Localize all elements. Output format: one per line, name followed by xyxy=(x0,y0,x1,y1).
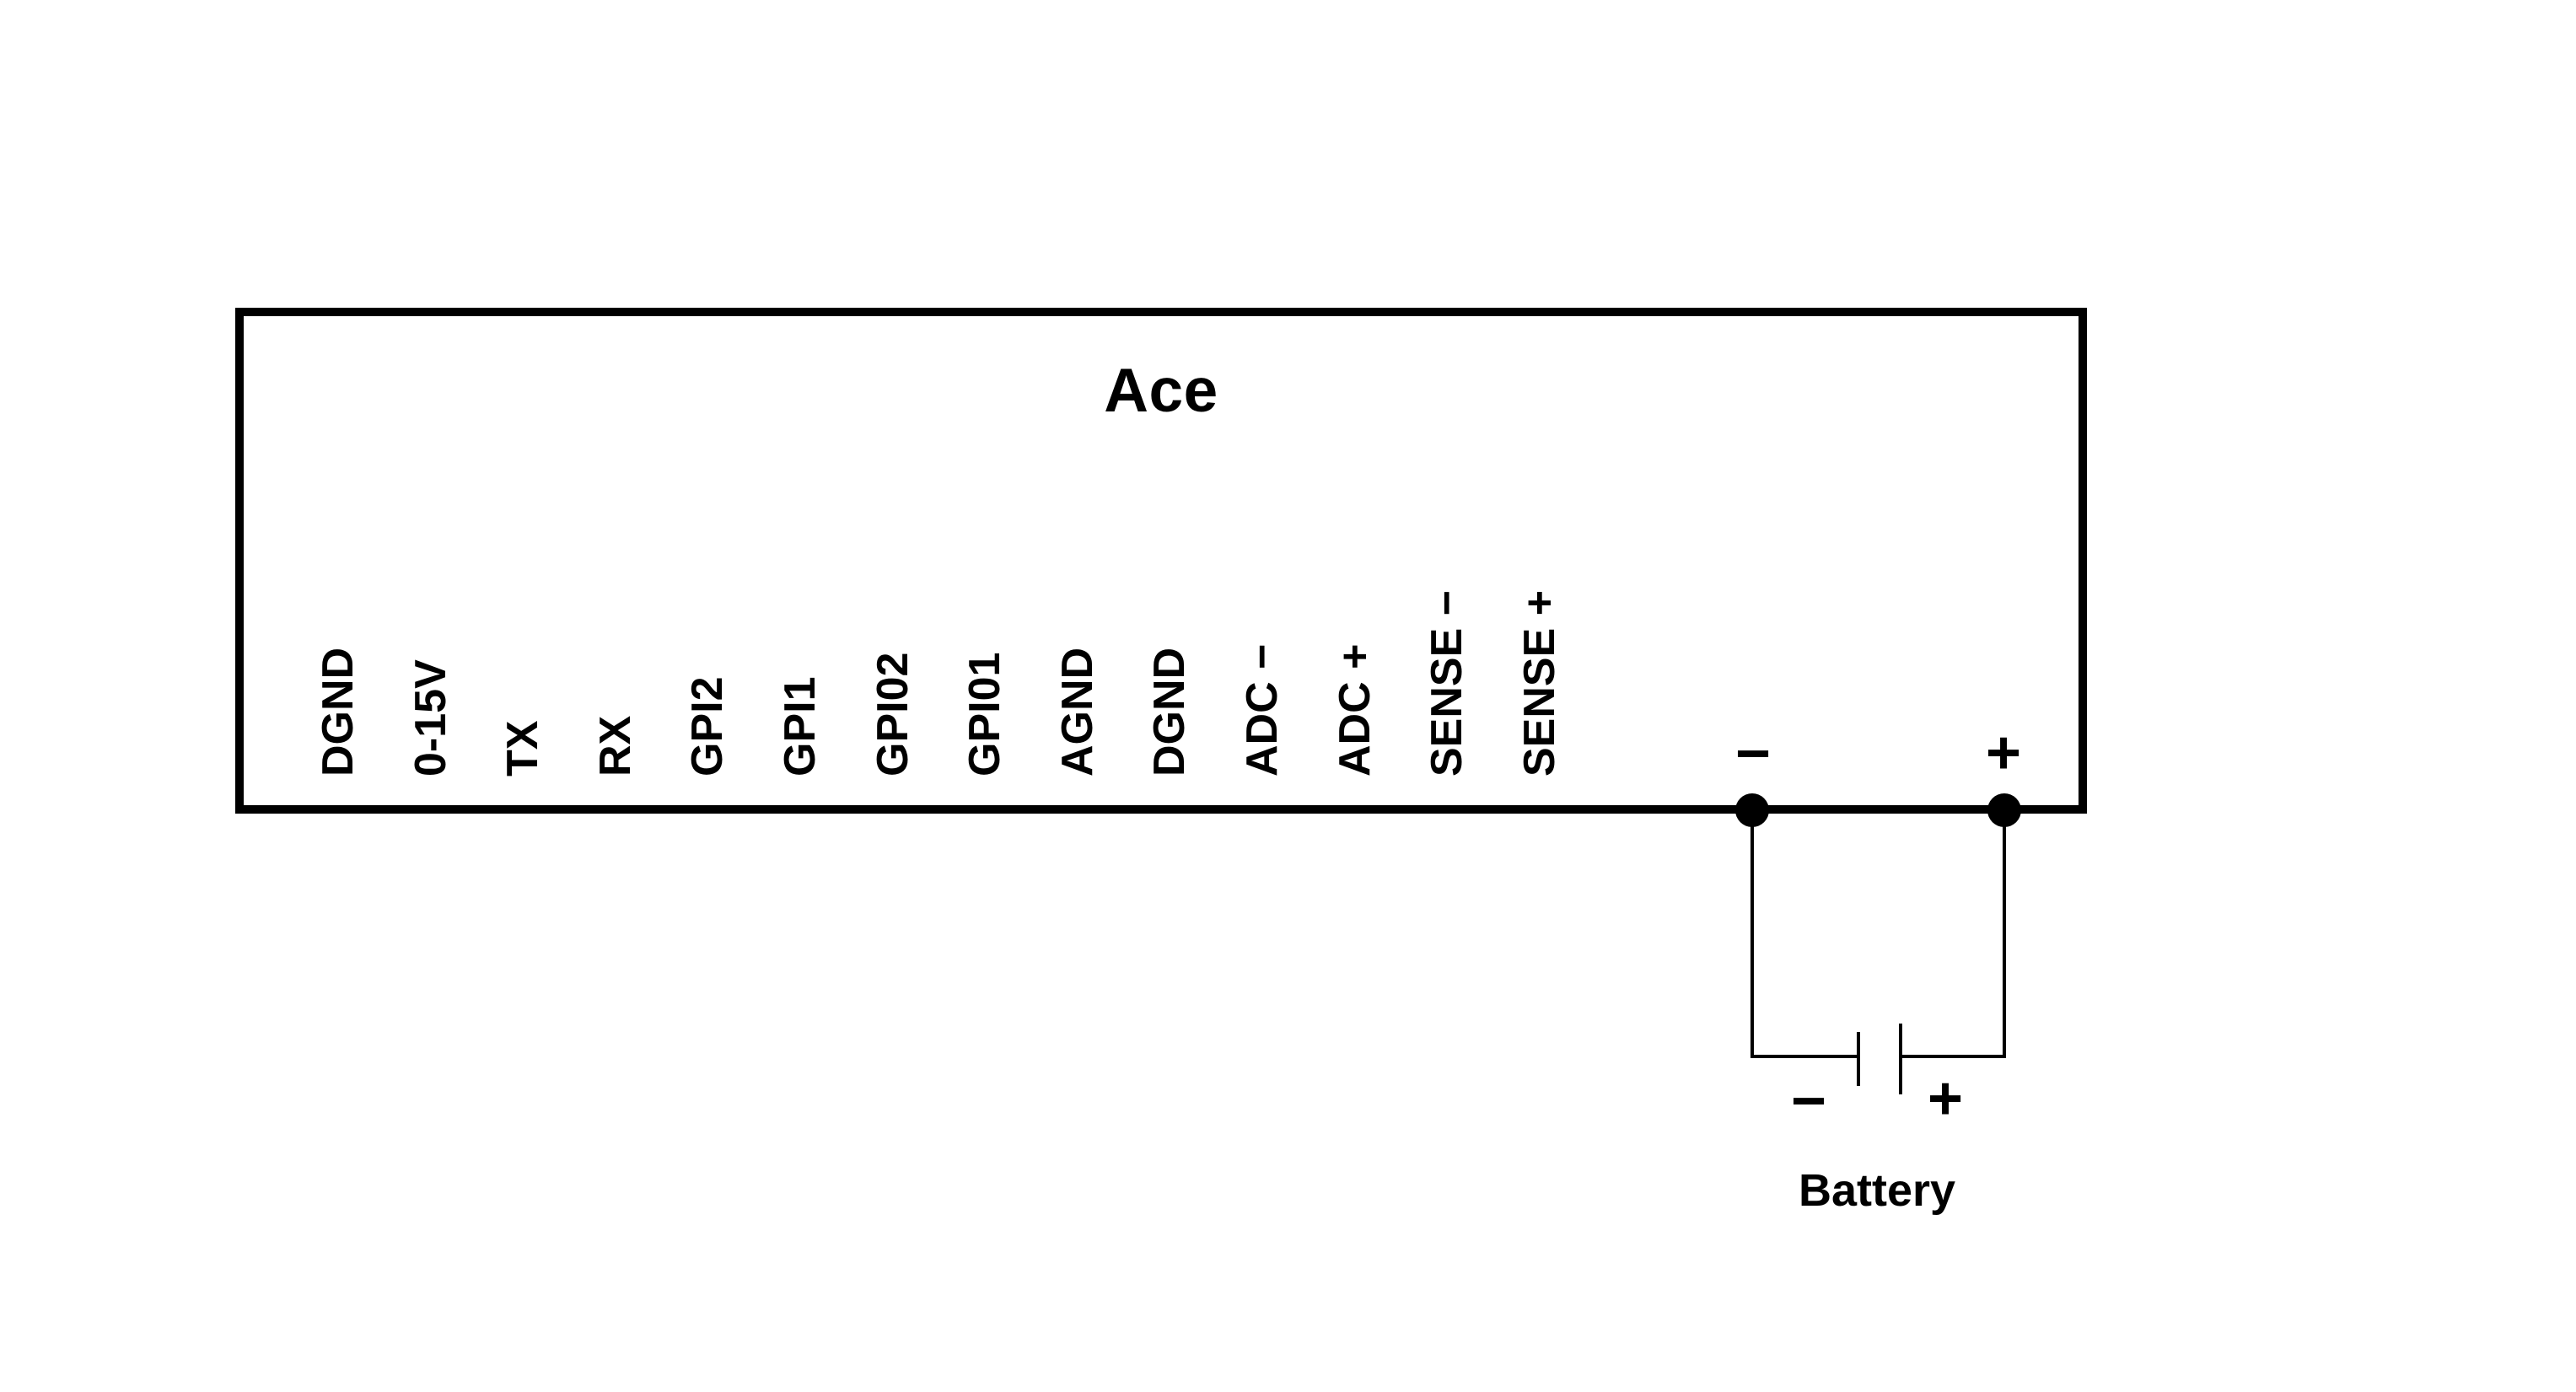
pin-label-gpi2: GPI2 xyxy=(683,676,732,777)
pin-label-adc-plus: ADC + xyxy=(1331,643,1379,777)
wire-negative-vertical xyxy=(1750,810,1754,1058)
pin-label-tx: TX xyxy=(498,720,547,777)
pin-label-sense-minus: SENSE − xyxy=(1422,589,1471,777)
pin-label-agnd: AGND xyxy=(1053,647,1102,777)
battery-plate-positive xyxy=(1899,1024,1902,1094)
pin-label-sense-plus: SENSE + xyxy=(1515,589,1564,777)
wire-negative-horizontal xyxy=(1750,1055,1858,1058)
device-box xyxy=(235,308,2087,814)
battery-plate-negative xyxy=(1857,1032,1860,1086)
pin-label-gpi1: GPI1 xyxy=(776,676,825,777)
pin-label-rx: RX xyxy=(591,715,640,777)
pin-label-dgnd: DGND xyxy=(314,647,363,777)
terminal-positive-label: + xyxy=(1985,719,2022,787)
pin-label-gpi01: GPI01 xyxy=(960,652,1009,777)
battery-caption: Battery xyxy=(1798,1165,1956,1216)
device-title: Ace xyxy=(1104,356,1218,425)
pin-label-0-15v: 0-15V xyxy=(406,659,455,777)
pin-label-dgnd-2: DGND xyxy=(1145,647,1194,777)
wire-positive-vertical xyxy=(2003,810,2006,1058)
pin-label-gpi02: GPI02 xyxy=(869,652,917,777)
terminal-negative-label: − xyxy=(1734,720,1772,787)
battery-positive-label: + xyxy=(1927,1065,1964,1132)
battery-negative-label: − xyxy=(1790,1067,1827,1135)
wire-positive-horizontal xyxy=(1901,1055,2006,1058)
pin-label-adc-minus: ADC − xyxy=(1238,643,1287,777)
